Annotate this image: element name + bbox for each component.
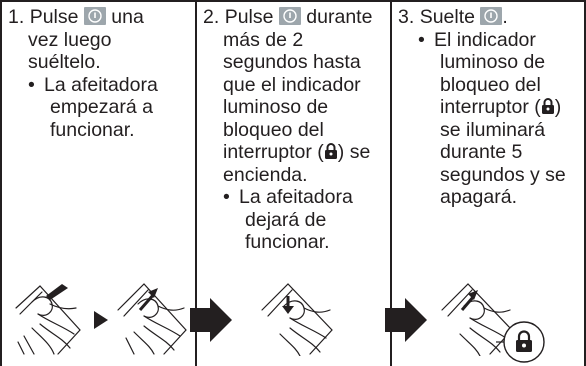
step-1-bullet: •La afeitadora [28, 73, 158, 96]
lock-icon [516, 330, 532, 352]
right-border [584, 0, 586, 366]
step-3: 3. Suelte . •El indicador luminoso de bl… [398, 6, 566, 208]
step-1-line-1: 1. Pulse una [8, 6, 144, 28]
left-border [0, 0, 2, 366]
power-button-icon [480, 7, 503, 25]
big-arrow-right-icon [385, 298, 427, 342]
column-divider-2 [390, 0, 392, 366]
step-1-number: 1. [8, 6, 25, 28]
lock-icon [324, 143, 337, 159]
top-border [0, 0, 586, 2]
step-2: 2. Pulse durante más de 2 segundos hasta… [203, 6, 373, 253]
big-arrow-right-icon [190, 298, 232, 342]
step-2-bullet: •La afeitadora [223, 186, 353, 208]
step-3-bullet: •El indicador [418, 28, 536, 51]
small-arrow-right-icon [94, 311, 108, 329]
lock-icon [541, 98, 554, 114]
step-2-number: 2. [203, 6, 220, 28]
step-3-line-1: 3. Suelte . [398, 6, 508, 28]
step-1: 1. Pulse una vez luego suéltelo. •La afe… [8, 6, 158, 141]
hand-release-illustration [117, 283, 187, 355]
step-3-number: 3. [398, 6, 415, 28]
hand-press-illustration [15, 284, 81, 355]
column-divider-1 [195, 0, 197, 366]
hand-hold-illustration [261, 283, 333, 356]
power-button-icon [278, 7, 301, 25]
step-2-line-1: 2. Pulse durante [203, 6, 373, 28]
power-button-icon [83, 7, 106, 25]
lock-indicator-callout [503, 321, 545, 363]
